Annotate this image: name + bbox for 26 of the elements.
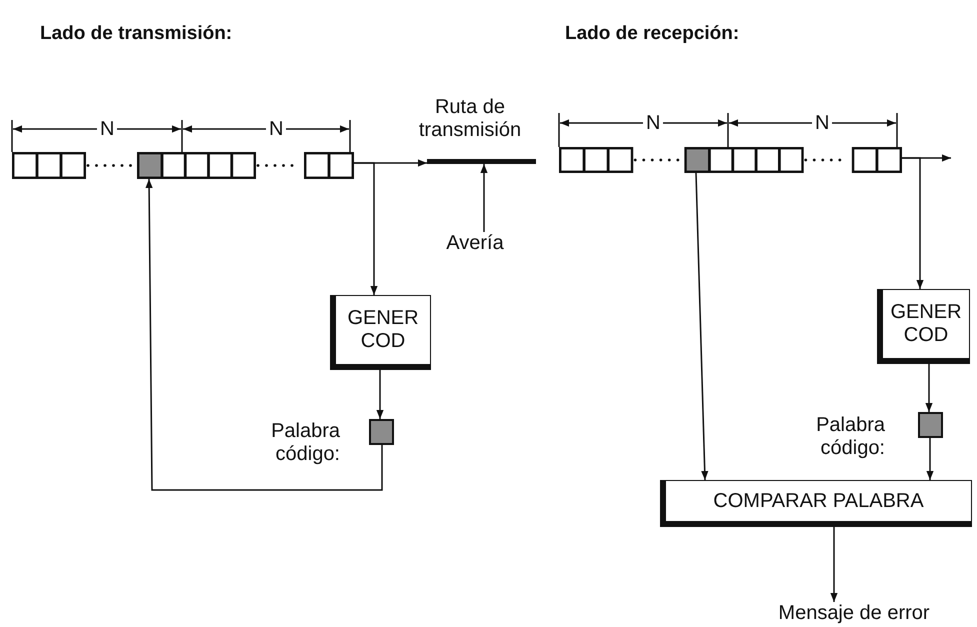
section-heading: Lado de transmisión:	[40, 22, 232, 45]
arrow	[376, 370, 384, 419]
arrow	[352, 159, 427, 167]
process-box	[660, 480, 972, 527]
section-heading: Lado de recepción:	[565, 22, 740, 45]
arrow	[900, 154, 951, 162]
process-box	[877, 289, 970, 364]
process-box	[330, 295, 431, 370]
box-label: GENER COD	[346, 307, 420, 353]
arrow	[925, 364, 933, 412]
shift-register	[12, 152, 352, 179]
box-label: COMPARAR PALABRA	[713, 490, 924, 512]
codeword-cell	[369, 419, 394, 445]
node-caption: Palabra código:	[815, 414, 885, 460]
arrow	[926, 438, 934, 480]
shift-register	[559, 147, 900, 173]
annotation-text: Mensaje de error	[754, 602, 954, 626]
arrow	[480, 164, 488, 232]
box-label: GENER COD	[889, 301, 963, 347]
arrow	[830, 527, 838, 602]
arrow	[145, 179, 383, 491]
arrow	[695, 172, 708, 480]
node-caption: Palabra código:	[270, 420, 340, 466]
annotation-text: Avería	[440, 232, 510, 256]
node-caption: Ruta de transmisión	[418, 96, 522, 142]
codeword-cell	[918, 412, 943, 438]
